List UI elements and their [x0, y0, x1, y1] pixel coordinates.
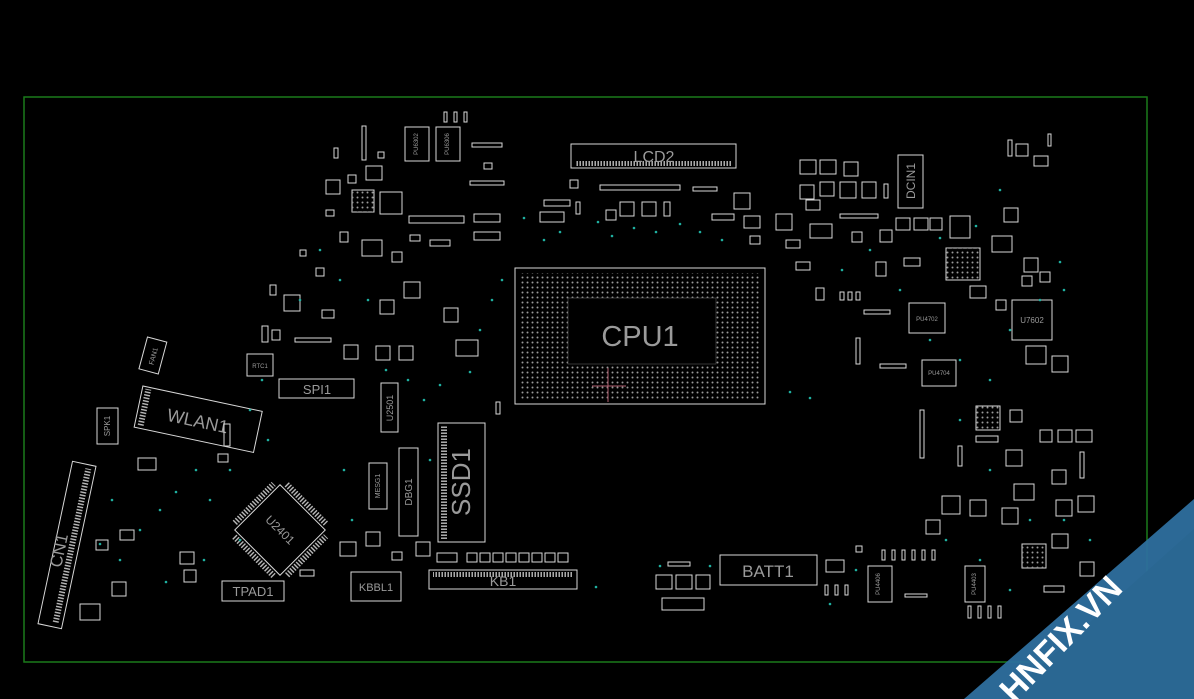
- pu6302-chip[interactable]: PU6302: [404, 126, 430, 162]
- lcd-connector[interactable]: LCD2: [570, 143, 737, 169]
- u7602-chip[interactable]: U7602: [1011, 299, 1053, 341]
- rtc-label: RTC1: [252, 364, 268, 370]
- wlan-label: WLAN1: [165, 405, 230, 437]
- pu4702-chip[interactable]: PU4702: [908, 302, 946, 334]
- cpu-package[interactable]: CPU1: [514, 267, 766, 405]
- dcin-label: DCIN1: [904, 163, 918, 199]
- u2401-chip[interactable]: U2401: [223, 473, 336, 586]
- dcin-connector[interactable]: DCIN1: [897, 154, 924, 209]
- keyboard-connector[interactable]: KB1: [428, 552, 578, 590]
- tpad-label: TPAD1: [233, 584, 274, 599]
- dbg-label: DBG1: [404, 478, 415, 506]
- ssd-slot[interactable]: SSD1: [437, 422, 486, 543]
- mesg-label: MESG1: [375, 474, 382, 499]
- cn1-connector[interactable]: CN1: [34, 460, 97, 630]
- spk-label: SPK1: [103, 415, 112, 436]
- u2401-label: U2401: [263, 513, 298, 548]
- pu4704-label: PU4704: [928, 371, 950, 377]
- u2501-chip[interactable]: U2501: [380, 382, 399, 433]
- watermark-badge: HNFIX.VN: [964, 499, 1194, 699]
- tpad-connector[interactable]: TPAD1: [221, 580, 285, 602]
- wlan-module[interactable]: WLAN1: [133, 385, 263, 454]
- ssd-label: SSD1: [446, 448, 476, 516]
- pu4704-chip[interactable]: PU4704: [921, 359, 957, 387]
- mesg-chip[interactable]: MESG1: [368, 462, 388, 510]
- pu4403-chip[interactable]: PU4403: [964, 565, 986, 603]
- vias: [98, 188, 1092, 606]
- kbbl-connector[interactable]: KBBL1: [350, 571, 402, 602]
- pu4403-label: PU4403: [972, 572, 978, 594]
- kbbl-label: KBBL1: [359, 582, 393, 594]
- spi-label: SPI1: [303, 382, 331, 397]
- pu4406-label: PU4406: [876, 572, 882, 594]
- fan-connector[interactable]: FAN1: [138, 336, 168, 375]
- pu4702-label: PU4702: [916, 317, 938, 323]
- pu6306-chip[interactable]: PU6306: [435, 126, 461, 162]
- spi-chip[interactable]: SPI1: [278, 378, 355, 399]
- passive-components: [79, 111, 1095, 621]
- pu6306-label: PU6306: [445, 132, 451, 154]
- fan-label: FAN1: [149, 347, 160, 366]
- pu4406-chip[interactable]: PU4406: [867, 565, 893, 603]
- batt-label: BATT1: [742, 562, 794, 581]
- qfn-chips: [352, 190, 1046, 568]
- u2501-label: U2501: [385, 395, 395, 422]
- lcd-label: LCD2: [634, 149, 675, 166]
- u7602-label: U7602: [1020, 316, 1044, 325]
- pu6302-label: PU6302: [414, 132, 420, 154]
- spk-connector[interactable]: SPK1: [96, 407, 119, 445]
- watermark-ribbon: HNFIX.VN: [964, 499, 1194, 699]
- rtc-connector[interactable]: RTC1: [246, 353, 274, 377]
- board-outline: [23, 96, 1148, 663]
- battery-connector[interactable]: BATT1: [719, 554, 818, 586]
- dbg-connector[interactable]: DBG1: [398, 447, 419, 537]
- kb-label: KB1: [490, 573, 517, 589]
- cpu-label: CPU1: [601, 321, 678, 353]
